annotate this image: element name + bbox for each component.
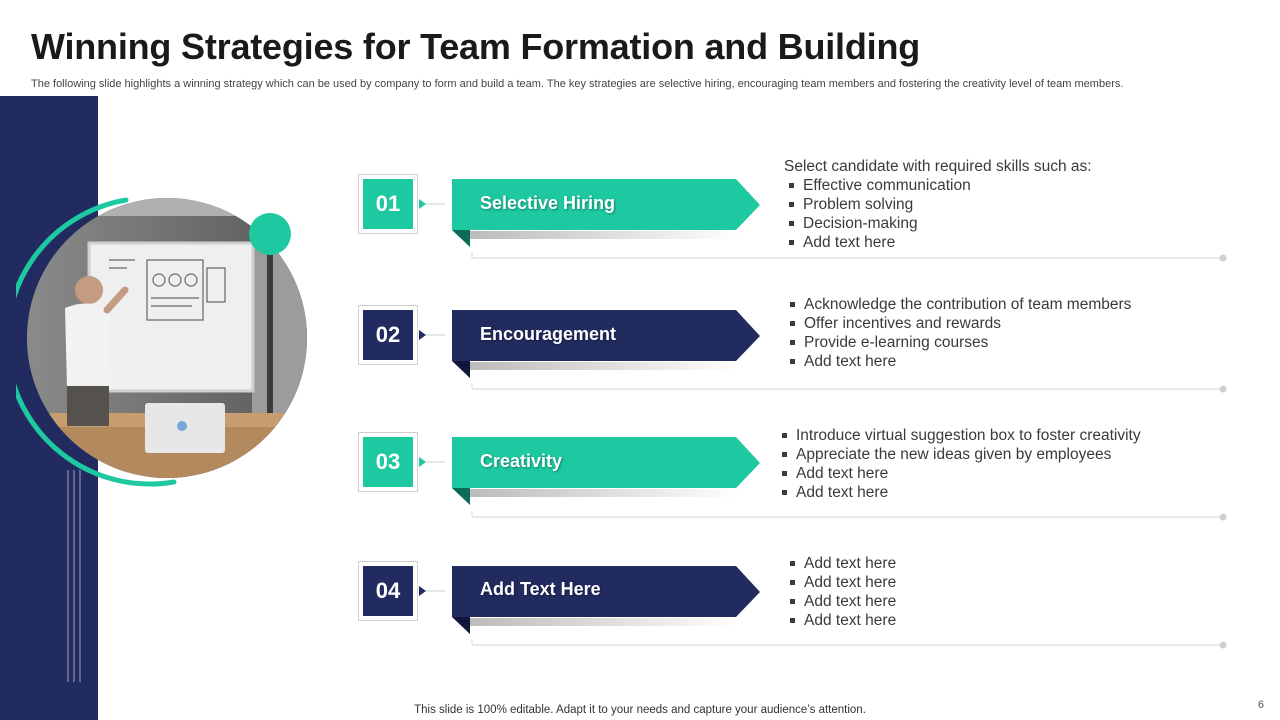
slide-subtitle: The following slide highlights a winning… — [31, 78, 1124, 90]
photo-arc-decoration — [16, 197, 177, 487]
strategy-title: Add Text Here — [480, 579, 601, 599]
footer-text: This slide is 100% editable. Adapt it to… — [414, 704, 866, 716]
strategy-banner — [452, 566, 760, 634]
strategy-banner — [452, 179, 760, 247]
detail-item: Add text here — [785, 352, 1131, 371]
detail-item: Introduce virtual suggestion box to fost… — [777, 426, 1141, 445]
slide-footer: This slide is 100% editable. Adapt it to… — [0, 704, 1280, 716]
number-badge: 02 — [363, 310, 413, 360]
row-underline — [471, 383, 1227, 393]
number-box: 03 — [358, 432, 418, 492]
number-box: 02 — [358, 305, 418, 365]
teal-circle-decoration — [249, 213, 291, 255]
strategy-banner — [452, 310, 760, 378]
row-underline — [471, 252, 1227, 262]
detail-item: Add text here — [785, 611, 896, 630]
number-badge: 04 — [363, 566, 413, 616]
strategy-title: Creativity — [480, 451, 563, 471]
detail-item: Add text here — [785, 554, 896, 573]
connector-arrow — [419, 330, 445, 340]
strategy-details: Add text here Add text here Add text her… — [785, 554, 896, 630]
strategy-details: Acknowledge the contribution of team mem… — [785, 295, 1131, 371]
decorative-lines — [67, 470, 83, 682]
number-box: 01 — [358, 174, 418, 234]
detail-item: Appreciate the new ideas given by employ… — [777, 445, 1141, 464]
detail-item: Add text here — [785, 573, 896, 592]
detail-item: Problem solving — [784, 195, 1092, 214]
detail-item: Offer incentives and rewards — [785, 314, 1131, 333]
detail-item: Add text here — [784, 233, 1092, 252]
strategy-banner — [452, 437, 760, 505]
details-lead: Select candidate with required skills su… — [784, 158, 1092, 175]
connector-arrow — [419, 199, 445, 209]
row-underline — [471, 639, 1227, 649]
row-underline — [471, 511, 1227, 521]
strategy-title: Encouragement — [480, 324, 617, 344]
number-badge: 03 — [363, 437, 413, 487]
number-badge: 01 — [363, 179, 413, 229]
detail-item: Effective communication — [784, 176, 1092, 195]
page-number: 6 — [1257, 699, 1264, 711]
detail-item: Acknowledge the contribution of team mem… — [785, 295, 1131, 314]
detail-item: Add text here — [777, 483, 1141, 502]
strategy-details: Select candidate with required skills su… — [784, 157, 1092, 252]
strategy-title: Selective Hiring — [480, 193, 616, 213]
detail-item: Add text here — [777, 464, 1141, 483]
strategy-details: Introduce virtual suggestion box to fost… — [777, 426, 1141, 502]
connector-arrow — [419, 586, 445, 596]
slide-title: Winning Strategies for Team Formation an… — [31, 26, 921, 67]
detail-item: Provide e-learning courses — [785, 333, 1131, 352]
detail-item: Decision-making — [784, 214, 1092, 233]
detail-item: Add text here — [785, 592, 896, 611]
connector-arrow — [419, 457, 445, 467]
number-box: 04 — [358, 561, 418, 621]
